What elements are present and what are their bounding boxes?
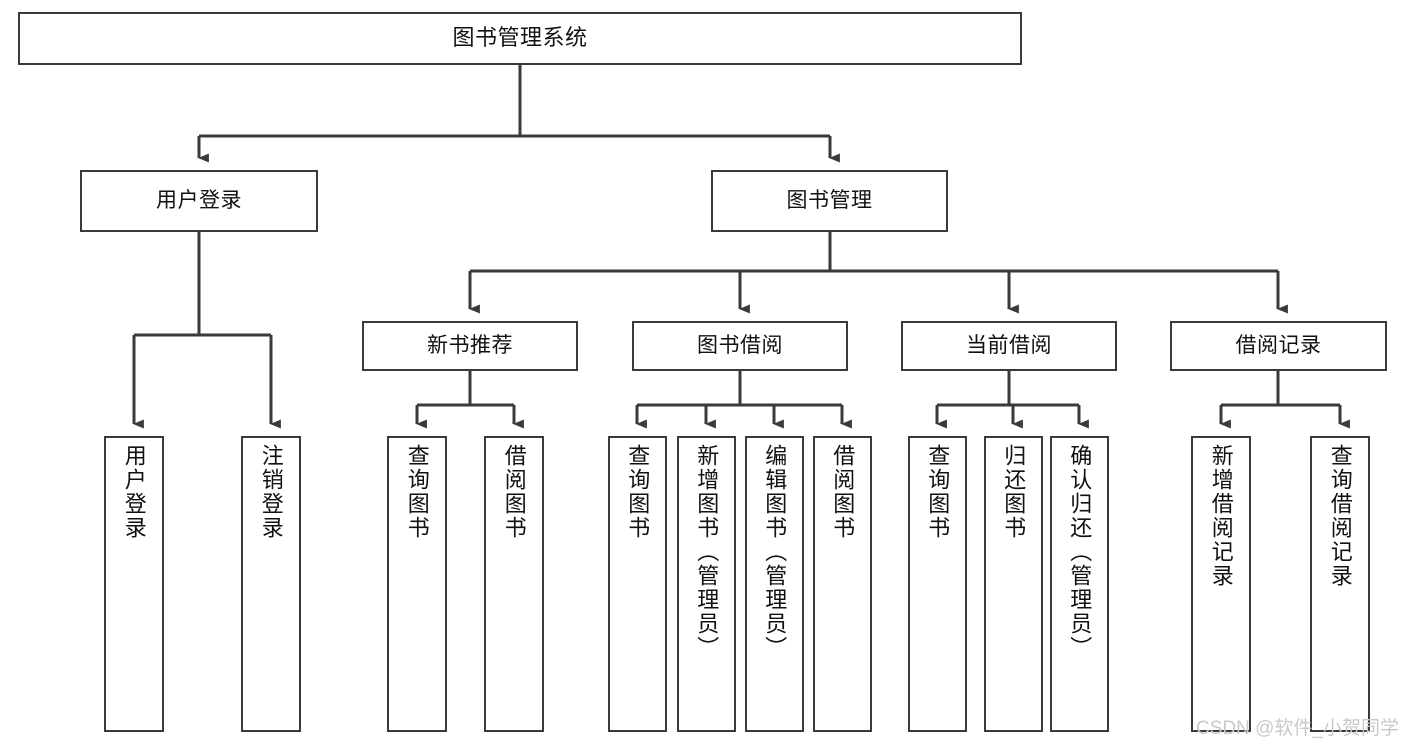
node-new-book-recommend-label: 新书推荐 [427,334,513,358]
node-leaf-query-book-2-label: 查询图书 [625,444,651,540]
node-book-manage[interactable]: 图书管理 [711,170,948,232]
node-leaf-confirm-return-label: 确认归还（管理员） [1067,444,1093,660]
node-root[interactable]: 图书管理系统 [18,12,1022,65]
node-leaf-user-login[interactable]: 用户登录 [104,436,164,732]
node-leaf-return-book-label: 归还图书 [1001,444,1027,540]
node-book-manage-label: 图书管理 [786,189,873,213]
node-leaf-query-book-3-label: 查询图书 [925,444,951,540]
node-leaf-user-logout-label: 注销登录 [258,444,284,540]
node-borrow-record[interactable]: 借阅记录 [1170,321,1387,371]
node-book-borrow-label: 图书借阅 [697,334,783,358]
node-book-borrow[interactable]: 图书借阅 [632,321,848,371]
node-leaf-add-book-label: 新增图书（管理员） [694,444,720,660]
node-leaf-borrow-book-1[interactable]: 借阅图书 [484,436,544,732]
node-leaf-query-book-3[interactable]: 查询图书 [908,436,967,732]
node-borrow-record-label: 借阅记录 [1235,334,1322,358]
node-user-login-label: 用户登录 [156,189,242,213]
node-leaf-user-login-label: 用户登录 [121,444,147,540]
node-leaf-add-record-label: 新增借阅记录 [1208,444,1234,588]
node-leaf-user-logout[interactable]: 注销登录 [241,436,301,732]
node-root-label: 图书管理系统 [452,25,588,51]
node-leaf-query-book-1-label: 查询图书 [404,444,430,540]
node-leaf-borrow-book-2[interactable]: 借阅图书 [813,436,872,732]
node-leaf-query-book-2[interactable]: 查询图书 [608,436,667,732]
node-leaf-add-record[interactable]: 新增借阅记录 [1191,436,1251,732]
csdn-watermark: CSDN @软件_小贺同学 [1196,718,1399,739]
node-leaf-edit-book-label: 编辑图书（管理员） [762,444,788,660]
node-leaf-return-book[interactable]: 归还图书 [984,436,1043,732]
node-current-borrow-label: 当前借阅 [966,334,1052,358]
node-leaf-query-record[interactable]: 查询借阅记录 [1310,436,1370,732]
node-leaf-confirm-return[interactable]: 确认归还（管理员） [1050,436,1109,732]
node-user-login[interactable]: 用户登录 [80,170,318,232]
node-leaf-edit-book[interactable]: 编辑图书（管理员） [745,436,804,732]
node-leaf-query-book-1[interactable]: 查询图书 [387,436,447,732]
node-leaf-borrow-book-1-label: 借阅图书 [501,444,527,540]
node-leaf-query-record-label: 查询借阅记录 [1327,444,1353,588]
node-new-book-recommend[interactable]: 新书推荐 [362,321,578,371]
node-leaf-add-book[interactable]: 新增图书（管理员） [677,436,736,732]
node-leaf-borrow-book-2-label: 借阅图书 [830,444,856,540]
node-current-borrow[interactable]: 当前借阅 [901,321,1117,371]
